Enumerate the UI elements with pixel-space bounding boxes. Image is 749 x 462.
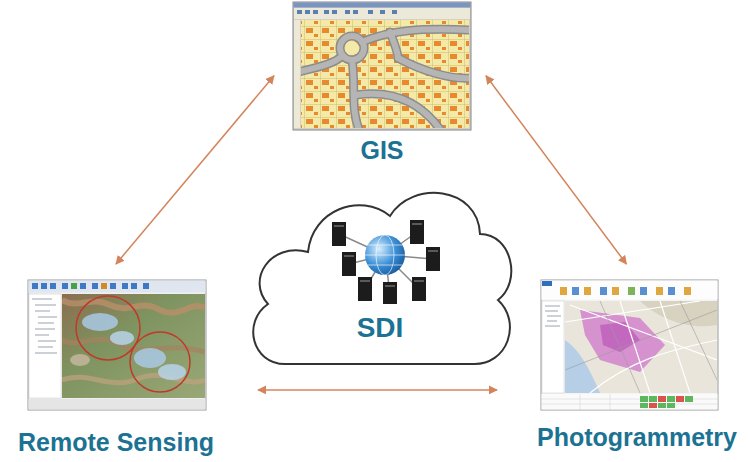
gis-screenshot bbox=[293, 2, 472, 132]
cloud-label: SDI bbox=[240, 312, 520, 344]
tool-node: Remote Sensing bbox=[10, 278, 222, 457]
tool-label: Photogrammetry bbox=[537, 423, 737, 452]
photogrammetry-screenshot bbox=[541, 280, 718, 410]
tool-node: Photogrammetry bbox=[531, 278, 743, 452]
double-arrow bbox=[116, 76, 274, 264]
tool-label: GIS bbox=[360, 136, 403, 165]
double-arrow bbox=[486, 76, 626, 264]
tool-label: Remote Sensing bbox=[18, 428, 214, 457]
double-arrow bbox=[258, 389, 497, 391]
remote-sensing-screenshot bbox=[28, 280, 206, 410]
cloud-node: SDI bbox=[240, 172, 520, 372]
tool-node: GIS bbox=[288, 0, 476, 165]
